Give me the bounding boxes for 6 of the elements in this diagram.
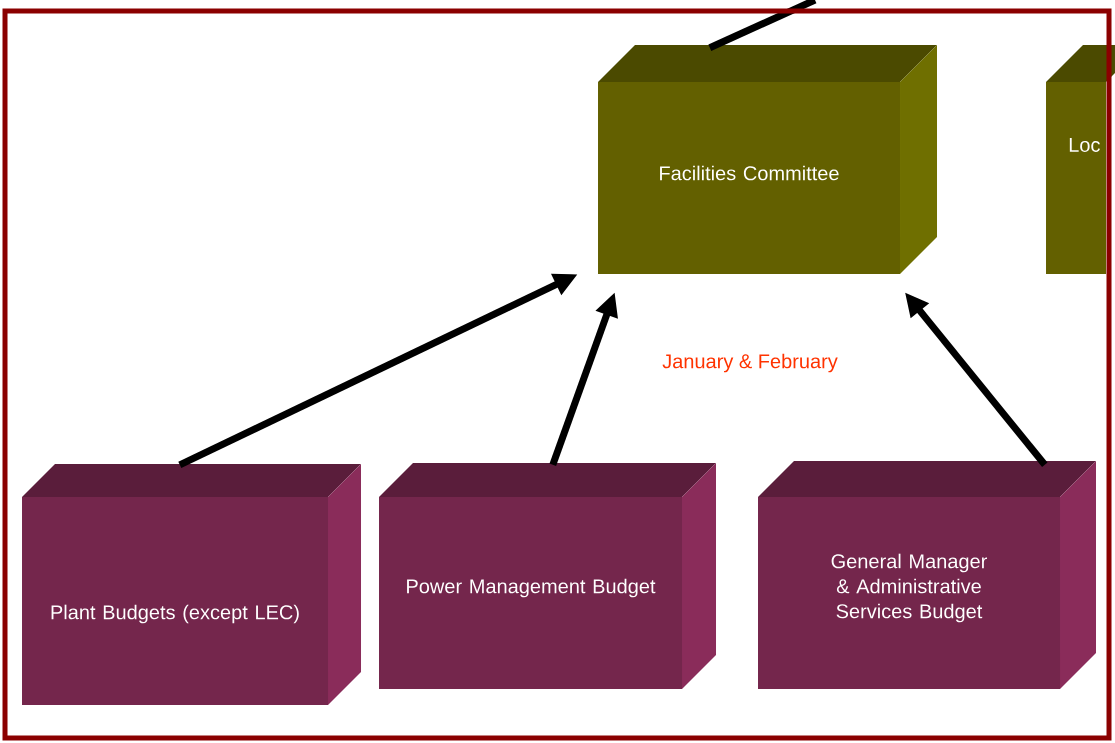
box: Facilities Committee (598, 45, 937, 274)
box: General Manager & Administrative Services Budget (758, 461, 1096, 689)
month-label: January & February (662, 353, 838, 373)
box: Plant Budgets (except LEC) (22, 464, 361, 705)
box: Loc (1046, 45, 1115, 274)
box: Power Management Budget (379, 463, 716, 689)
